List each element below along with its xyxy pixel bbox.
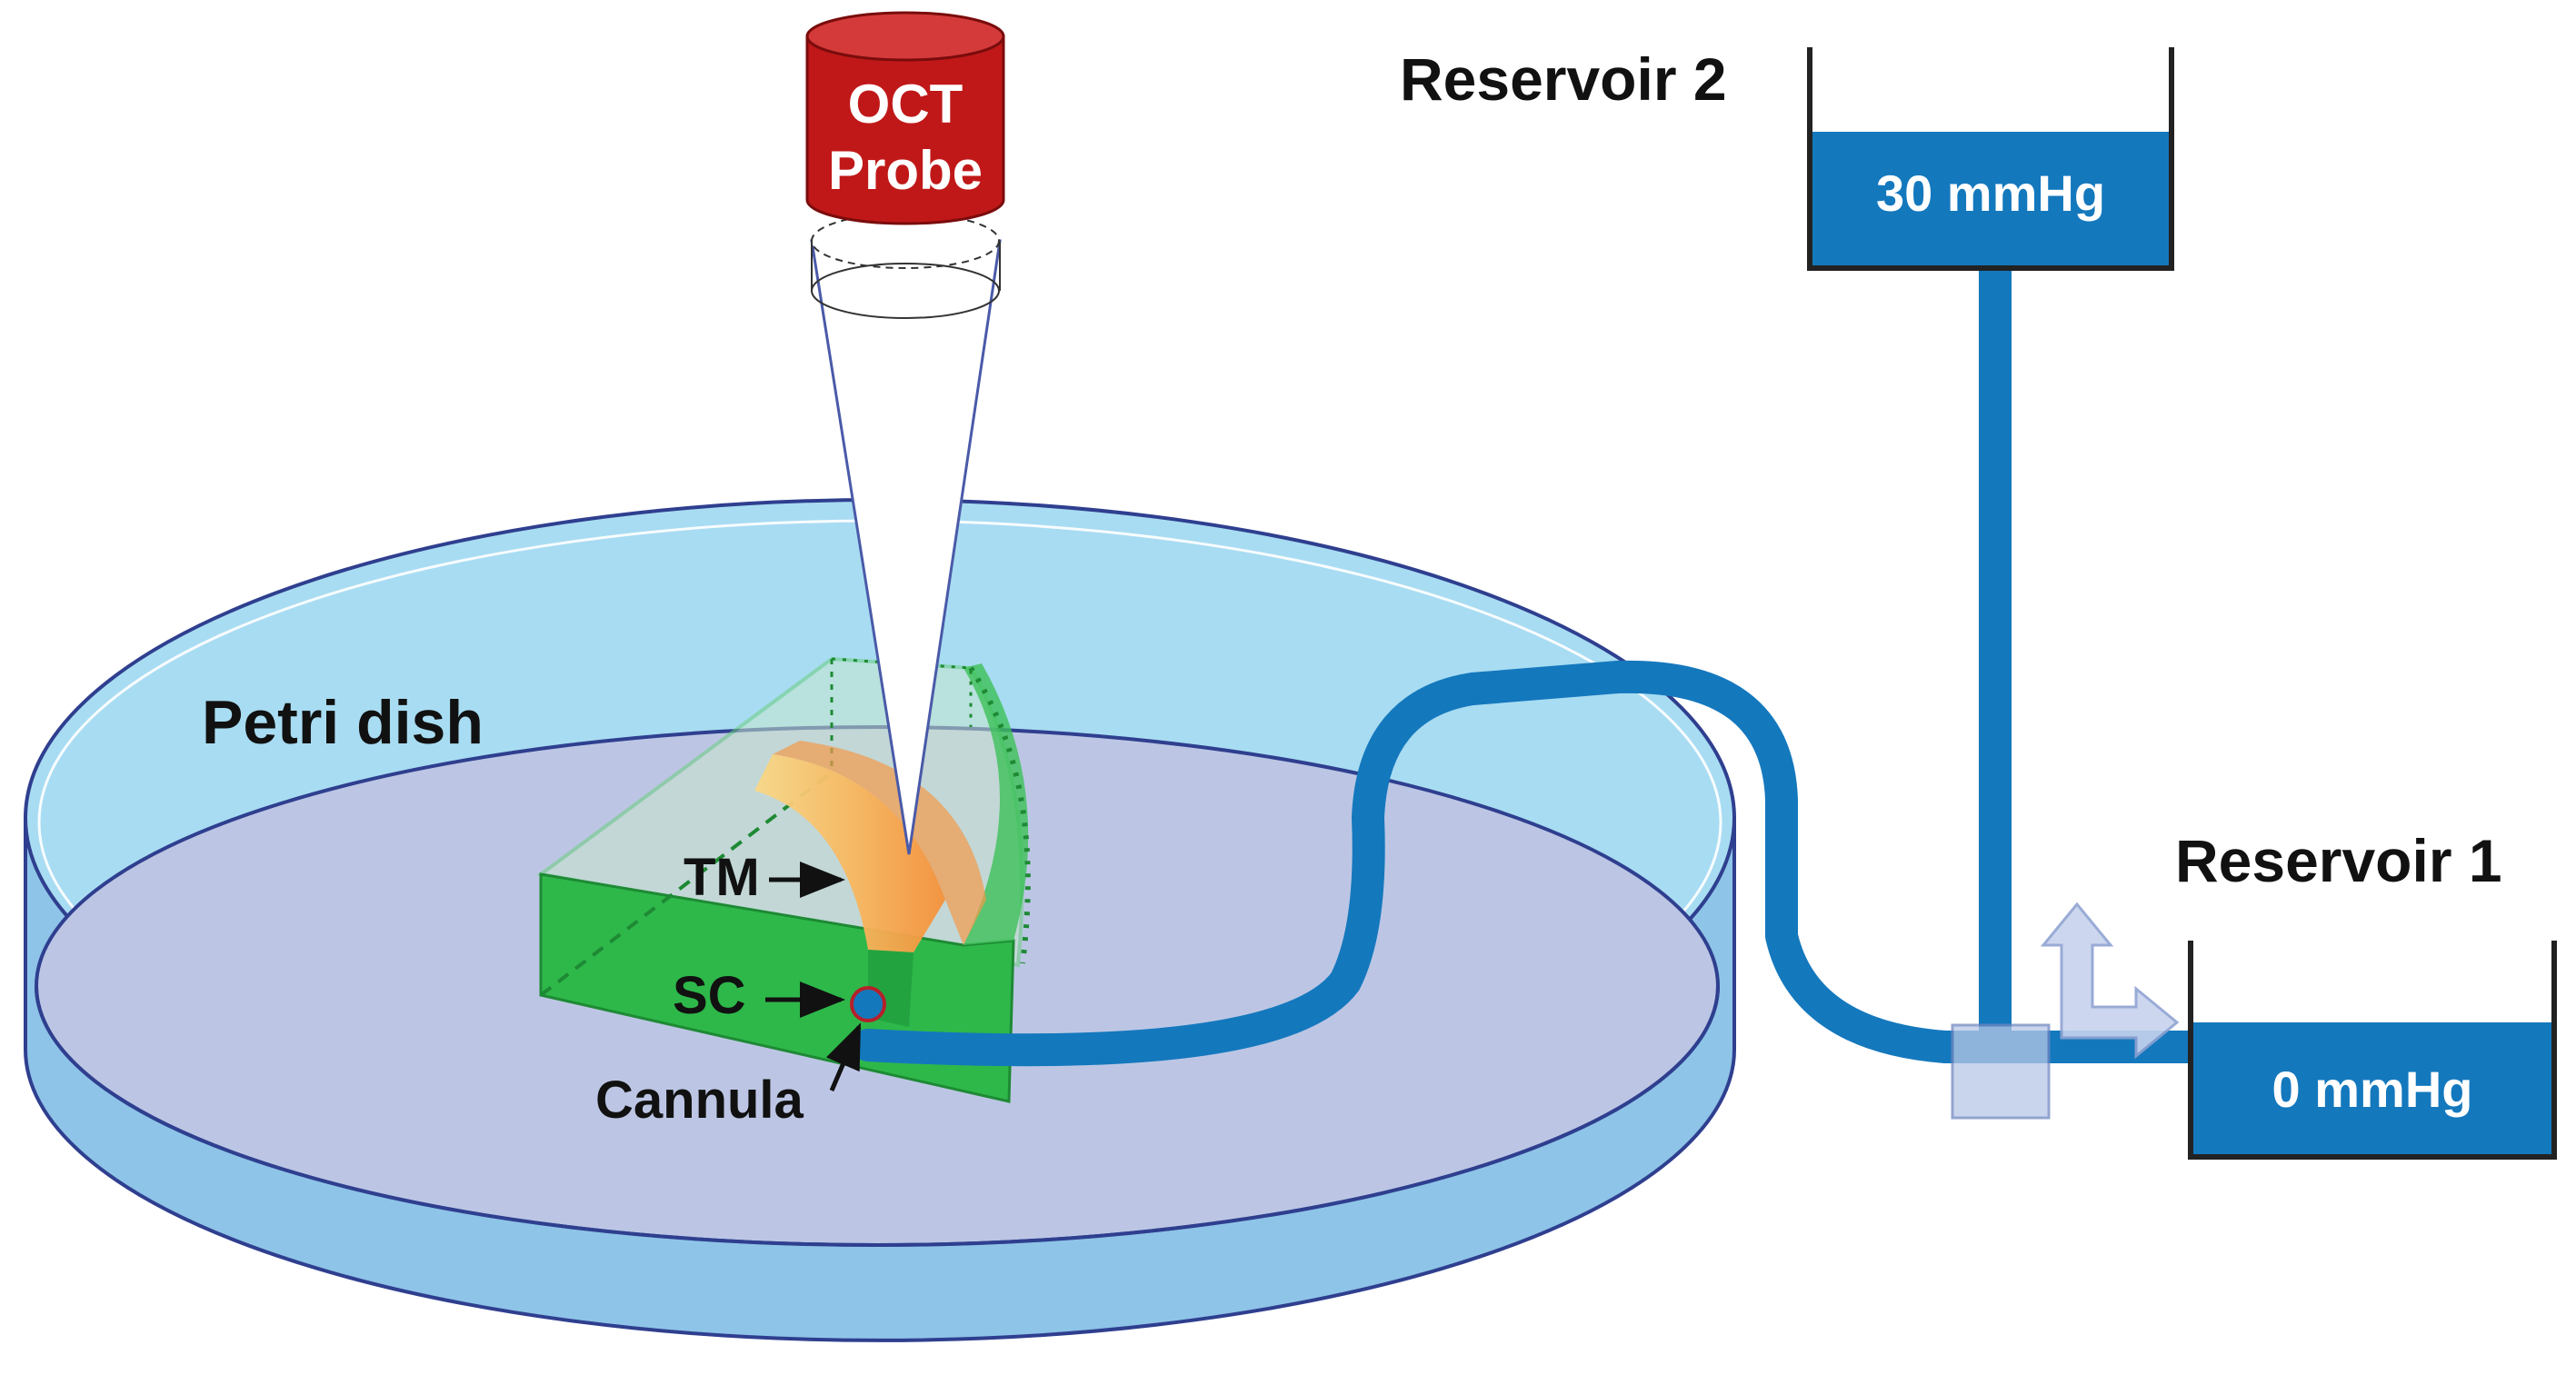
water-band bbox=[36, 986, 1718, 1300]
reservoir-1-pressure: 0 mmHg bbox=[2272, 1061, 2473, 1118]
oct-beam bbox=[810, 213, 1002, 855]
sc-label: SC bbox=[673, 966, 746, 1025]
petri-dish bbox=[24, 498, 1736, 1342]
reservoir-1-water bbox=[2191, 1022, 2554, 1157]
water-front-line bbox=[35, 985, 1720, 1247]
reservoir-1-title: Reservoir 1 bbox=[2175, 827, 2502, 894]
reservoir-2 bbox=[1807, 47, 2174, 271]
tissue-dotted-curve bbox=[968, 666, 1031, 964]
tm-label: TM bbox=[684, 848, 760, 907]
oct-probe-label-line1: OCT bbox=[848, 74, 964, 135]
reservoir-1 bbox=[2188, 941, 2557, 1160]
three-way-valve-icon bbox=[1951, 1023, 2051, 1120]
cannula-tip bbox=[850, 986, 886, 1022]
reservoir-2-pressure: 30 mmHg bbox=[1876, 164, 2105, 222]
tissue-hidden-edge bbox=[539, 771, 834, 997]
tm-band bbox=[754, 754, 945, 952]
arrows-up-right-icon bbox=[2040, 902, 2180, 1060]
reservoir-2-container bbox=[1807, 47, 2174, 271]
cannula-label: Cannula bbox=[595, 1071, 804, 1130]
oct-probe bbox=[805, 11, 1005, 225]
tube-main bbox=[852, 660, 2216, 1067]
tubing bbox=[852, 264, 2216, 1067]
cannula-arrow bbox=[825, 1022, 862, 1091]
reservoir-1-container bbox=[2188, 941, 2557, 1160]
petri-dish-label: Petri dish bbox=[202, 688, 484, 757]
oct-probe-label-line2: Probe bbox=[828, 140, 983, 201]
tissue-side-face bbox=[964, 663, 1029, 945]
reservoir-2-water bbox=[1810, 132, 2172, 268]
tm-band-outer bbox=[773, 741, 986, 945]
reservoir-2-title: Reservoir 2 bbox=[1400, 45, 1727, 113]
